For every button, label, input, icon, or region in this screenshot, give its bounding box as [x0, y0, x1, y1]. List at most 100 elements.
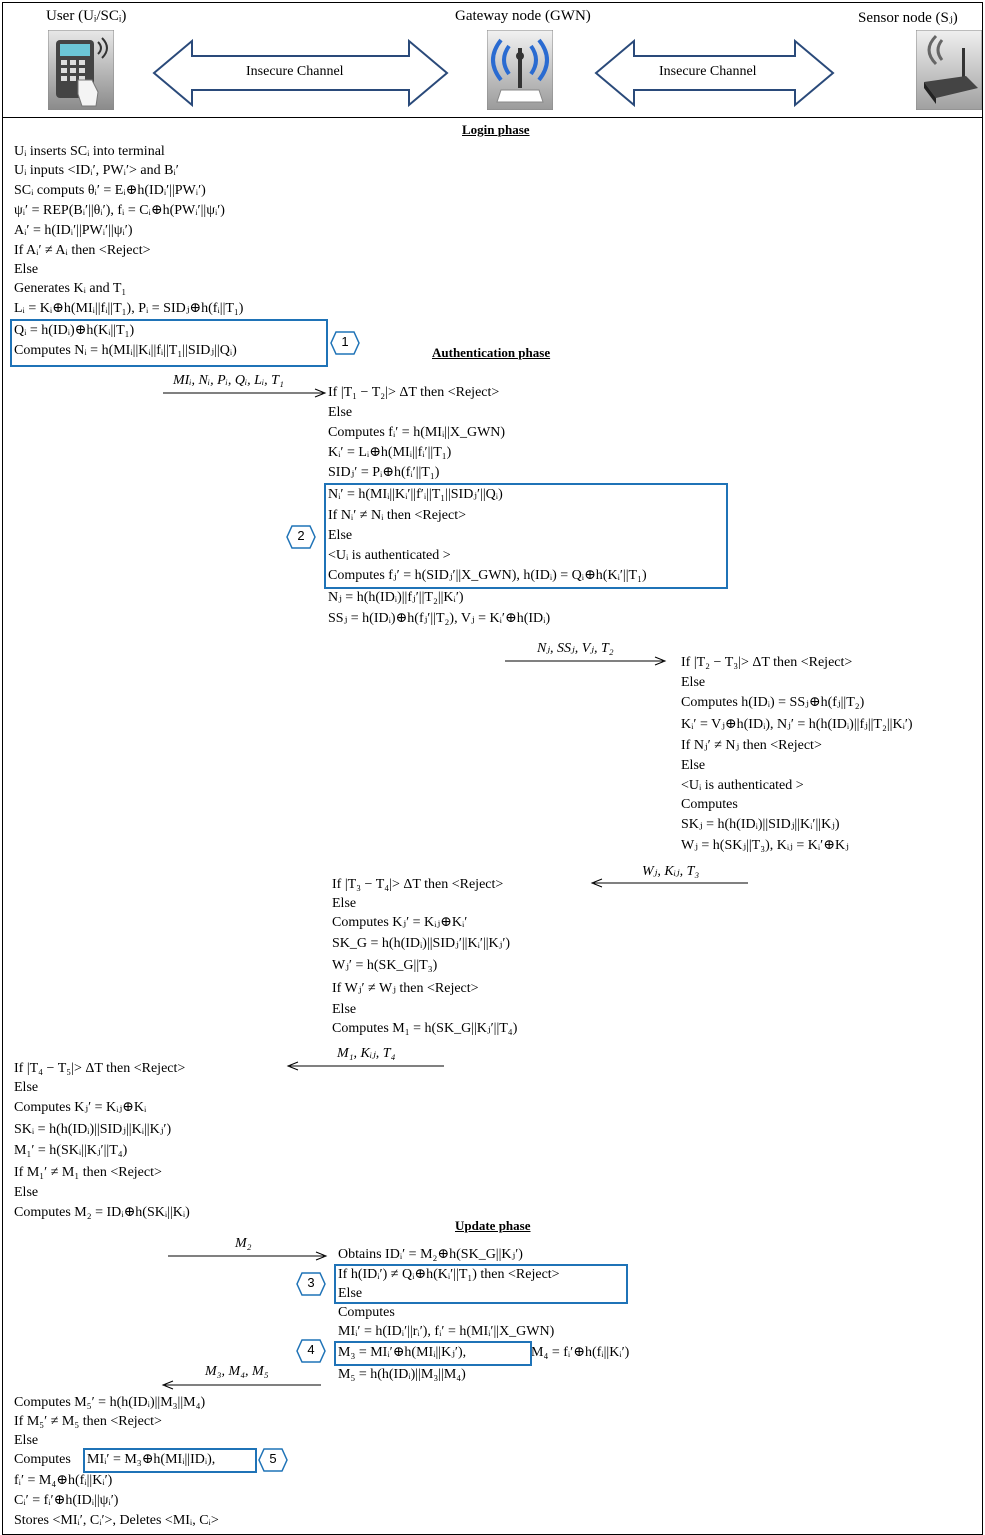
- authentication-phase-title: Authentication phase: [432, 345, 551, 360]
- sensor-router-icon: [915, 29, 983, 111]
- gwn-auth-line: Nᵢ′ = h(MIᵢ||Kᵢ′||f′ᵢ||T₁||SIDⱼ′||Qᵢ): [328, 487, 503, 502]
- gwn-auth-line: If |T₁ − T₂|> ΔT then <Reject>: [328, 385, 500, 400]
- user-update-line: If M₅′ ≠ M₅ then <Reject>: [14, 1414, 162, 1429]
- message-4-arrow: [286, 1061, 444, 1071]
- gwn-update-line: Computes: [338, 1305, 395, 1320]
- user-login-line: Generates Kᵢ and T₁: [14, 281, 127, 296]
- user-login-line: Else: [14, 262, 39, 277]
- sensor-auth-line: SKⱼ = h(h(IDᵢ)||SIDⱼ||Kᵢ′||Kⱼ): [681, 817, 840, 832]
- update-phase-title: Update phase: [455, 1218, 531, 1233]
- sensor-auth-line: Else: [681, 758, 706, 773]
- gwn-auth2-line: Computes M₁ = h(SK_G||Kⱼ′||T₄): [332, 1021, 518, 1036]
- sensor-auth-line: Wⱼ = h(SKⱼ||T₃), Kᵢⱼ = Kᵢ′⊕Kⱼ: [681, 838, 849, 853]
- gwn-auth-line: SSⱼ = h(IDᵢ)⊕h(fⱼ′||T₂), Vⱼ = Kᵢ′⊕h(IDᵢ): [328, 611, 551, 626]
- gwn-auth-line: If Nᵢ′ ≠ Nᵢ then <Reject>: [328, 508, 467, 523]
- insecure-channel-label-right: Insecure Channel: [659, 64, 757, 79]
- message-1-label: MIᵢ, Nᵢ, Pᵢ, Qᵢ, Lᵢ, T₁: [173, 373, 284, 388]
- insecure-channel-arrow-left: [152, 38, 449, 108]
- user-auth-line: Else: [14, 1185, 39, 1200]
- message-2-label: Nⱼ, SSⱼ, Vⱼ, T₂: [537, 641, 614, 656]
- badge-5: 5: [258, 1448, 288, 1472]
- user-login-line: Computes Nᵢ = h(MIᵢ||Kᵢ||fᵢ||T₁||SIDⱼ||Q…: [14, 343, 237, 358]
- user-login-line: ψᵢ′ = REP(Bᵢ′||θᵢ′), fᵢ = Cᵢ⊕h(PWᵢ′||ψᵢ′…: [14, 203, 225, 218]
- user-auth-line: If M₁′ ≠ M₁ then <Reject>: [14, 1165, 162, 1180]
- user-login-line: Aᵢ′ = h(IDᵢ′||PWᵢ′||ψᵢ′): [14, 223, 133, 238]
- badge-4: 4: [296, 1339, 326, 1363]
- user-login-line: Uᵢ inserts SCᵢ into terminal: [14, 144, 165, 159]
- message-3-label: Wⱼ, Kᵢⱼ, T₃: [642, 864, 700, 879]
- gwn-auth2-line: Computes Kⱼ′ = Kᵢⱼ⊕Kᵢ′: [332, 915, 468, 930]
- gwn-auth2-line: SK_G = h(h(IDᵢ)||SIDⱼ′||Kᵢ′||Kⱼ′): [332, 936, 511, 951]
- gwn-auth-line: Else: [328, 528, 353, 543]
- user-update-line: Computes M₅′ = h(h(IDᵢ)||M₃||M₄): [14, 1395, 206, 1410]
- highlight-box-4: [334, 1341, 532, 1366]
- gwn-auth-line: <Uᵢ is authenticated >: [328, 548, 451, 563]
- header-separator: [2, 117, 983, 118]
- message-6-arrow: [161, 1380, 321, 1390]
- message-1-arrow: [163, 388, 327, 398]
- login-phase-title: Login phase: [462, 122, 530, 137]
- highlight-box-5: [83, 1448, 257, 1473]
- gwn-auth-line: Nⱼ = h(h(IDᵢ)||fⱼ′||T₂||Kᵢ′): [328, 590, 464, 605]
- badge-3: 3: [296, 1272, 326, 1296]
- user-auth-line: M₁′ = h(SKᵢ||Kⱼ′||T₄): [14, 1143, 128, 1158]
- user-update-line: Cᵢ′ = fᵢ′⊕h(IDᵢ||ψᵢ′): [14, 1493, 119, 1508]
- user-title: User (Uᵢ/SCᵢ): [46, 8, 127, 24]
- gwn-auth-line: SIDⱼ′ = Pᵢ⊕h(fᵢ′||T₁): [328, 465, 440, 480]
- smart-card-terminal-icon: [47, 29, 115, 111]
- gwn-auth2-line: If |T₃ − T₄|> ΔT then <Reject>: [332, 877, 504, 892]
- gwn-auth2-line: Else: [332, 896, 357, 911]
- sensor-auth-line: If |T₂ − T₃|> ΔT then <Reject>: [681, 655, 853, 670]
- user-update-line: Else: [14, 1433, 39, 1448]
- user-auth-line: If |T₄ − T₅|> ΔT then <Reject>: [14, 1061, 186, 1076]
- highlight-box-1: [10, 319, 328, 367]
- sensor-auth-line: Computes: [681, 797, 738, 812]
- gwn-auth2-line: If Wⱼ′ ≠ Wⱼ then <Reject>: [332, 981, 479, 996]
- user-login-line: SCᵢ computs θᵢ′ = Eᵢ⊕h(IDᵢ′||PWᵢ′): [14, 183, 206, 198]
- gwn-auth-line: Kᵢ′ = Lᵢ⊕h(MIᵢ||fᵢ′||T₁): [328, 445, 452, 460]
- user-login-line: Qᵢ = h(IDᵢ)⊕h(Kᵢ||T₁): [14, 323, 135, 338]
- sensor-title: Sensor node (Sⱼ): [858, 10, 958, 26]
- user-login-line: Lᵢ = Kᵢ⊕h(MIᵢ||fᵢ||T₁), Pᵢ = SIDⱼ⊕h(fᵢ||…: [14, 301, 244, 316]
- user-update-line: Stores <MIᵢ′, Cᵢ′>, Deletes <MIᵢ, Cᵢ>: [14, 1513, 219, 1528]
- gwn-update-line: MIᵢ′ = h(IDᵢ′||rᵢ′), fᵢ′ = h(MIᵢ′||X_GWN…: [338, 1324, 555, 1339]
- message-5-label: M₂: [235, 1236, 252, 1251]
- insecure-channel-label-left: Insecure Channel: [246, 64, 344, 79]
- message-4-label: M₁, Kᵢⱼ, T₄: [337, 1046, 396, 1061]
- user-login-line: If Aᵢ′ ≠ Aᵢ then <Reject>: [14, 243, 151, 258]
- user-update-line: Computes: [14, 1452, 71, 1467]
- wireless-router-icon: [486, 29, 554, 111]
- message-5-arrow: [168, 1251, 328, 1261]
- sensor-auth-line: Kᵢ′ = Vⱼ⊕h(IDᵢ), Nⱼ′ = h(h(IDᵢ)||fⱼ||T₂|…: [681, 717, 913, 732]
- badge-1: 1: [330, 331, 360, 355]
- insecure-channel-arrow-right: [594, 38, 835, 108]
- gwn-auth2-line: Wⱼ′ = h(SK_G||T₃): [332, 958, 438, 973]
- user-auth-line: Computes Kⱼ′ = Kᵢⱼ⊕Kᵢ: [14, 1100, 147, 1115]
- sensor-auth-line: If Nⱼ′ ≠ Nⱼ then <Reject>: [681, 738, 822, 753]
- user-auth-line: Else: [14, 1080, 39, 1095]
- gateway-title: Gateway node (GWN): [455, 8, 591, 24]
- gwn-update-line: M₄ = fᵢ′⊕h(fᵢ||Kᵢ′): [531, 1345, 630, 1360]
- gwn-update-line: M₃ = MIᵢ′⊕h(MIᵢ||Kⱼ′),: [338, 1345, 467, 1360]
- gwn-update-line: If h(IDᵢ′) ≠ Qᵢ⊕h(Kᵢ′||T₁) then <Reject>: [338, 1267, 560, 1282]
- highlight-box-3: [334, 1264, 628, 1304]
- gwn-auth-line: Computes fᵢ′ = h(MIᵢ||X_GWN): [328, 425, 506, 440]
- badge-2: 2: [286, 525, 316, 549]
- highlight-box-2: [324, 483, 728, 589]
- sensor-auth-line: Computes h(IDᵢ) = SSⱼ⊕h(fⱼ||T₂): [681, 695, 865, 710]
- gwn-update-line: M₅ = h(h(IDᵢ)||M₃||M₄): [338, 1367, 466, 1382]
- gwn-update-line: Else: [338, 1286, 363, 1301]
- message-6-label: M₃, M₄, M₅: [205, 1364, 269, 1379]
- gwn-auth-line: Else: [328, 405, 353, 420]
- sensor-auth-line: <Uᵢ is authenticated >: [681, 778, 804, 793]
- user-login-line: Uᵢ inputs <IDᵢ′, PWᵢ′> and Bᵢ′: [14, 163, 179, 178]
- user-auth-line: Computes M₂ = IDᵢ⊕h(SKᵢ||Kᵢ): [14, 1205, 190, 1220]
- gwn-auth-line: Computes fⱼ′ = h(SIDⱼ′||X_GWN), h(IDᵢ) =…: [328, 568, 647, 583]
- gwn-auth2-line: Else: [332, 1002, 357, 1017]
- user-auth-line: SKᵢ = h(h(IDᵢ)||SIDⱼ||Kᵢ||Kⱼ′): [14, 1122, 172, 1137]
- sensor-auth-line: Else: [681, 675, 706, 690]
- message-3-arrow: [590, 878, 748, 888]
- user-update-line: fᵢ′ = M₄⊕h(fᵢ||Kᵢ′): [14, 1473, 113, 1488]
- gwn-update-line: Obtains IDᵢ′ = M₂⊕h(SK_G||Kⱼ′): [338, 1247, 523, 1262]
